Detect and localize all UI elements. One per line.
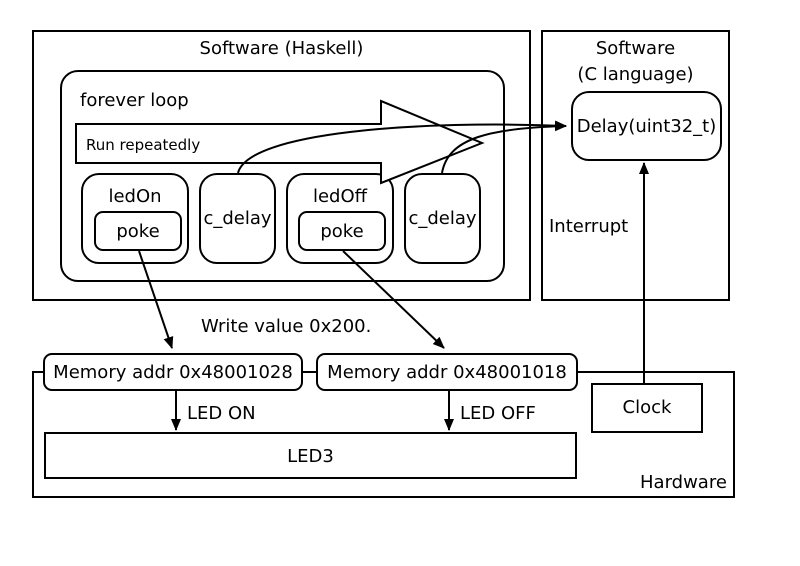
delay-function-label: Delay(uint32_t)	[576, 116, 717, 137]
led-off-text: LED OFF	[460, 403, 536, 424]
c-delay-label-2: c_delay	[408, 208, 477, 229]
led-off-poke-label: poke	[320, 221, 364, 242]
led-off-poke	[298, 211, 386, 251]
led-off-label: ledOff	[312, 186, 368, 207]
c-region-title-line2: (C language)	[577, 64, 694, 85]
led3-label: LED3	[287, 446, 334, 467]
forever-loop-label: forever loop	[80, 90, 189, 111]
c-delay-block-1	[199, 173, 276, 264]
memory-addr-2-label: Memory addr 0x48001018	[327, 362, 567, 383]
led-on-text: LED ON	[187, 403, 256, 424]
led3-box	[44, 432, 577, 479]
write-value-label: Write value 0x200.	[201, 316, 372, 337]
led-on-poke	[94, 211, 182, 251]
c-region-title-line1: Software	[595, 38, 676, 59]
clock-box	[591, 383, 703, 433]
memory-addr-1-box	[43, 353, 303, 391]
led-on-label: ledOn	[108, 186, 162, 207]
c-software-region	[541, 30, 730, 301]
interrupt-label: Interrupt	[549, 216, 629, 237]
delay-function-box	[571, 91, 722, 161]
clock-label: Clock	[622, 397, 672, 418]
memory-addr-1-label: Memory addr 0x48001028	[53, 362, 293, 383]
led-on-poke-label: poke	[116, 221, 160, 242]
hardware-label: Hardware	[640, 472, 727, 493]
haskell-region-title: Software (Haskell)	[199, 38, 364, 59]
memory-addr-2-box	[316, 353, 578, 391]
c-delay-label-1: c_delay	[203, 208, 272, 229]
